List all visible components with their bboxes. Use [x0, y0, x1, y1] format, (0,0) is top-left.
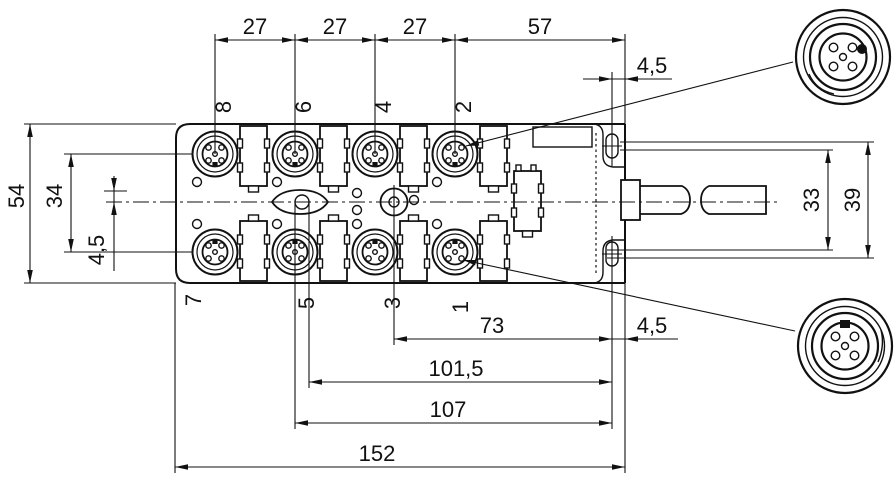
dim-label-holes-39: 39 [840, 188, 865, 212]
connector-port-1 [431, 228, 479, 276]
dim-label-rows-34: 34 [42, 184, 67, 208]
dim-label-152: 152 [359, 441, 396, 466]
port-labels: 8 6 4 2 7 5 3 1 [181, 101, 476, 313]
connector-port-3 [351, 228, 399, 276]
dim-label-pitch-3: 27 [403, 14, 427, 39]
ear-contour-top [593, 123, 625, 168]
dim-label-span-57: 57 [528, 14, 552, 39]
leader-line-top [465, 61, 794, 147]
keyway-notch [840, 320, 850, 328]
dim-label-pitch-1: 27 [243, 14, 267, 39]
dimension-chain-top: 27 27 27 57 [214, 14, 626, 154]
device-body [106, 123, 779, 284]
port-label-5: 5 [294, 297, 319, 309]
cable [640, 185, 767, 215]
dimension-chain-bottom: 73 4,5 101,5 107 152 [174, 185, 678, 473]
dimension-right: 33 39 [607, 141, 874, 259]
dim-label-pitch-2: 27 [323, 14, 347, 39]
port-label-1: 1 [448, 301, 473, 313]
dim-label-offset-4-5: 4,5 [84, 235, 109, 266]
dimension-top-hole-offset: 4,5 [583, 53, 672, 166]
keyway-mark [857, 44, 867, 54]
dim-label-107: 107 [430, 397, 467, 422]
leader-line-bottom [462, 259, 796, 332]
port-label-3: 3 [380, 297, 405, 309]
dim-label-bottom-4-5: 4,5 [637, 313, 668, 338]
cable-gland [620, 179, 641, 221]
port-label-7: 7 [181, 294, 206, 306]
ear-contour-bottom [593, 239, 625, 284]
marking-field [532, 126, 593, 148]
dim-label-holes-33: 33 [799, 188, 824, 212]
dim-label-101-5: 101,5 [428, 356, 483, 381]
dim-label-73: 73 [480, 313, 504, 338]
small-holes [191, 176, 443, 230]
terminal-block-center [510, 164, 545, 238]
port-label-6: 6 [291, 101, 316, 113]
dim-label-height-54: 54 [4, 184, 29, 208]
terminal-block-row-bottom [236, 214, 511, 282]
connector-port-7 [191, 228, 239, 276]
detail-connector-face-top [794, 8, 892, 106]
port-label-8: 8 [211, 101, 236, 113]
dim-label-top-4-5: 4,5 [637, 53, 668, 78]
port-label-2: 2 [451, 101, 476, 113]
port-label-4: 4 [371, 101, 396, 113]
detail-connector-face-bottom [796, 297, 894, 395]
body-outline [175, 123, 625, 284]
dimension-left: 54 34 4,5 [4, 123, 192, 284]
